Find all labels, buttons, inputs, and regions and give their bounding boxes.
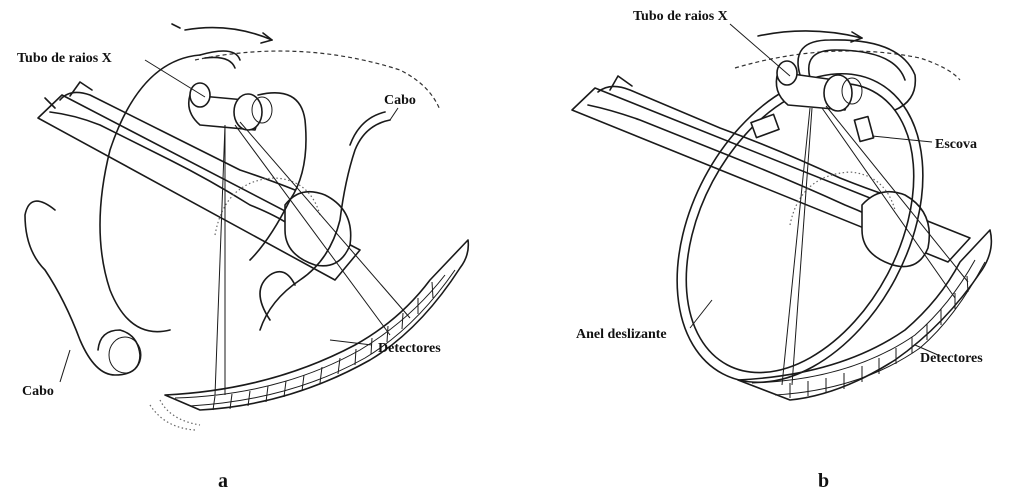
cable-left-a xyxy=(25,201,140,375)
panel-label-a: a xyxy=(218,470,228,492)
brush-block-right xyxy=(854,117,873,142)
brush-block-left xyxy=(751,114,779,137)
label-detectors-b: Detectores xyxy=(920,351,983,366)
label-detectors-a: Detectores xyxy=(378,341,441,356)
panel-label-b: b xyxy=(818,470,829,492)
label-slip-ring-b: Anel deslizante xyxy=(576,327,667,342)
rotation-arrow-b xyxy=(758,31,862,38)
label-xray-tube-a: Tubo de raios X xyxy=(17,51,112,66)
gantry-path-b xyxy=(735,51,960,80)
xray-tube-a xyxy=(189,83,272,130)
xray-tube-b xyxy=(776,61,862,111)
rotation-arrow xyxy=(185,28,272,40)
label-cable-bottom-a: Cabo xyxy=(22,384,54,399)
panel-a-drawing xyxy=(25,24,468,430)
label-cable-top-a: Cabo xyxy=(384,93,416,108)
detector-array xyxy=(150,240,468,430)
label-brush-b: Escova xyxy=(935,137,977,152)
label-xray-tube-b: Tubo de raios X xyxy=(633,9,728,24)
